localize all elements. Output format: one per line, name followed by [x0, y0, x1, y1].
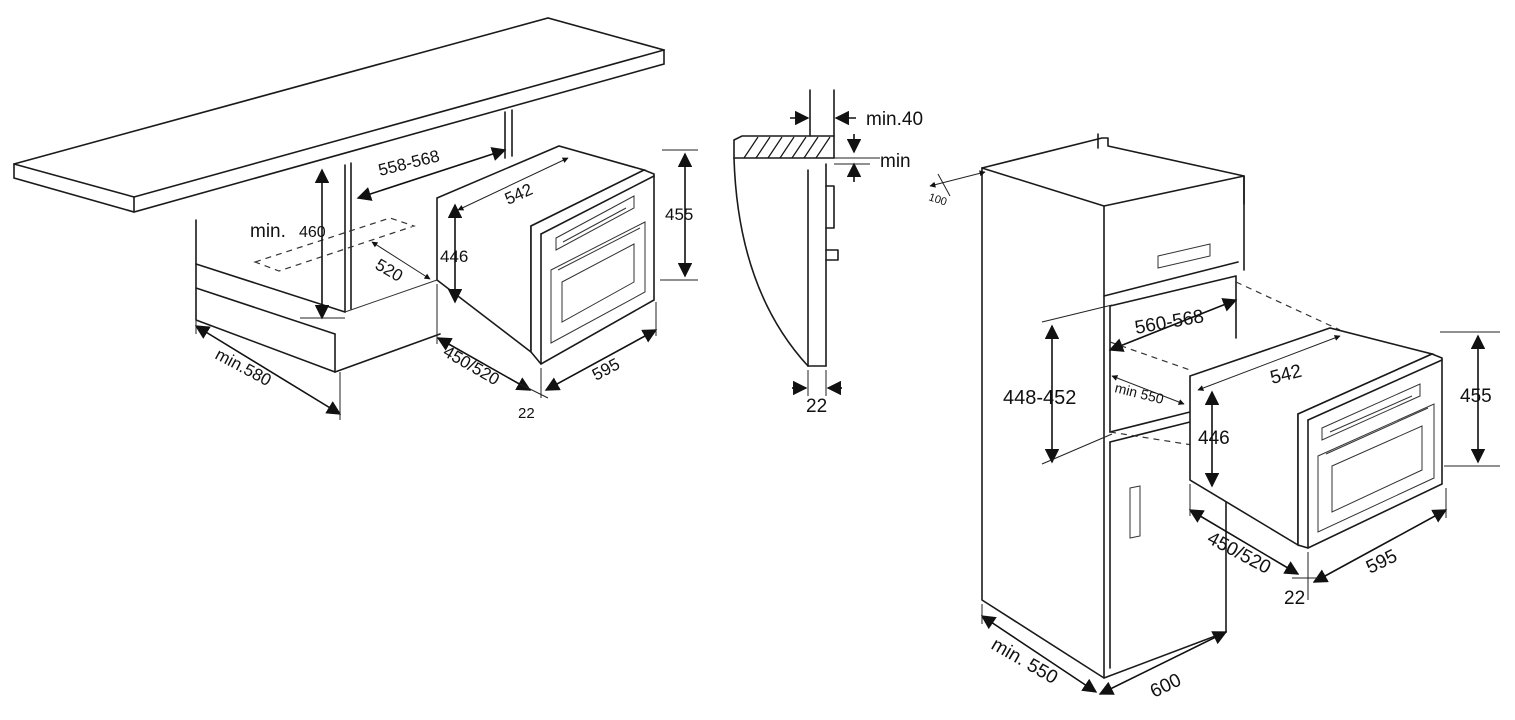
- left-oven-height-label: 455: [665, 205, 693, 224]
- left-oven-inner-height-label: 446: [440, 247, 468, 266]
- left-oven: [436, 145, 655, 366]
- right-oven-width-label: 595: [1363, 546, 1401, 579]
- under-counter-installation: min. 460 558-568 520 542 446 455 595 450…: [13, 17, 698, 422]
- right-front-depth-label: 22: [1284, 588, 1305, 609]
- right-niche-width-label: 560-568: [1133, 306, 1205, 339]
- section-min-label: min: [880, 151, 911, 172]
- left-body-depth-label: 450/520: [440, 342, 503, 389]
- left-oven-width-label: 595: [589, 354, 623, 384]
- right-oven-inner-height-label: 446: [1198, 428, 1230, 449]
- countertop: [13, 17, 665, 213]
- right-gap-label: 100: [927, 191, 948, 208]
- right-niche-height-label: 448-452: [1003, 387, 1076, 409]
- left-depth-min-label: min.580: [212, 345, 274, 390]
- tall-cabinet-installation: 100 560-568 448-452 min 550 542 446 455 …: [927, 133, 1500, 703]
- left-front-depth-label: 22: [518, 405, 535, 422]
- left-height-min-label: min.: [250, 221, 286, 242]
- right-oven-height-label: 455: [1460, 386, 1492, 407]
- section-front-depth-label: 22: [806, 396, 827, 417]
- right-min-depth-label: min 550: [1113, 379, 1165, 407]
- worktop-hatching: [743, 136, 831, 159]
- left-niche-width-label: 558-568: [376, 146, 441, 180]
- right-cabinet-width-label: 600: [1147, 670, 1185, 703]
- section-top-gap-label: min.40: [866, 109, 923, 130]
- section-detail: min.40 min 22: [733, 89, 923, 417]
- left-height-min-value: 460: [299, 224, 326, 241]
- left-vent-width-label: 520: [372, 255, 406, 286]
